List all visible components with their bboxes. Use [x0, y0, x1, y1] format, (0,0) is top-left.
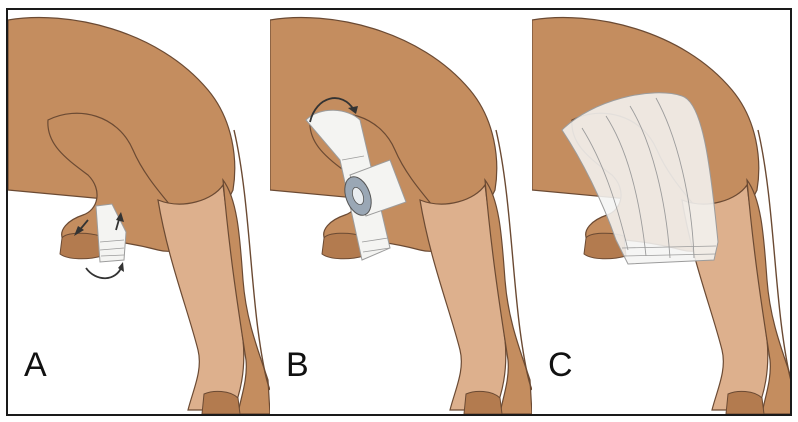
dog-leg-illustration-b: [270, 10, 532, 414]
figure-frame: A B: [6, 8, 792, 416]
panel-b: B: [270, 10, 532, 414]
panel-a: A: [8, 10, 270, 414]
panel-label-c: C: [548, 348, 573, 382]
panel-c: C: [532, 10, 792, 414]
dog-leg-illustration-a: [8, 10, 270, 414]
panel-label-a: A: [24, 348, 47, 382]
panel-label-b: B: [286, 348, 309, 382]
